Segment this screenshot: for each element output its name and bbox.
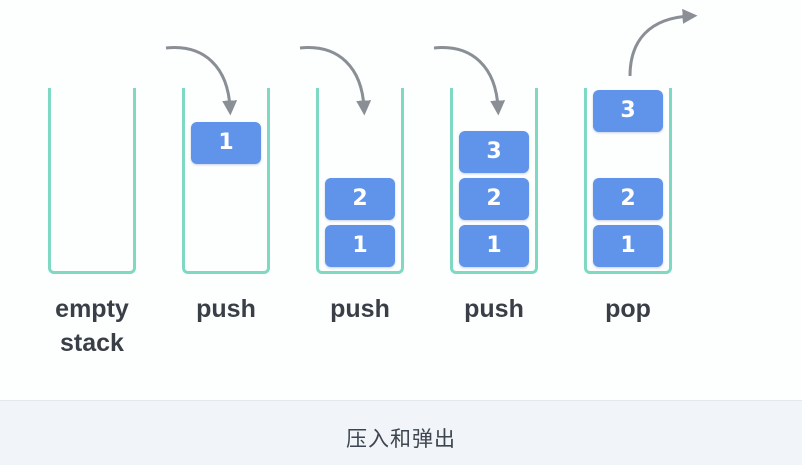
stack-label-empty: empty stack xyxy=(42,292,142,360)
figure-caption: 压入和弹出 xyxy=(346,427,456,451)
stack-block: 1 xyxy=(325,225,395,267)
stack-container-empty xyxy=(48,88,136,274)
stack-container-push-1: 1 xyxy=(182,88,270,274)
stack-block: 1 xyxy=(593,225,663,267)
curved-arrow-down-icon xyxy=(165,46,238,116)
stack-container-push-3: 3 2 1 xyxy=(450,88,538,274)
stack-block: 2 xyxy=(593,178,663,220)
label-line-2: stack xyxy=(60,329,124,357)
stack-block: 3 xyxy=(459,131,529,173)
stack-label-push-2: push xyxy=(310,292,410,326)
curved-arrow-up-icon xyxy=(628,8,698,77)
label-line-1: push xyxy=(330,295,390,323)
stack-block-popped: 3 xyxy=(593,90,663,132)
stack-container-pop: 3 2 1 xyxy=(584,88,672,274)
stack-block: 1 xyxy=(459,225,529,267)
stack-block: 1 xyxy=(191,122,261,164)
label-line-1: push xyxy=(464,295,524,323)
stack-block: 2 xyxy=(459,178,529,220)
curved-arrow-down-icon xyxy=(433,46,506,116)
label-line-1: pop xyxy=(605,295,651,323)
diagram-area: empty stack 1 push 2 1 push 3 2 1 push 3… xyxy=(42,8,698,360)
stack-label-push-1: push xyxy=(176,292,276,326)
caption-bar: 压入和弹出 xyxy=(0,400,802,465)
stack-container-push-2: 2 1 xyxy=(316,88,404,274)
stack-block: 2 xyxy=(325,178,395,220)
arrows-layer xyxy=(165,8,698,116)
stack-label-push-3: push xyxy=(444,292,544,326)
label-line-1: empty xyxy=(55,295,129,323)
curved-arrow-down-icon xyxy=(299,46,372,116)
label-line-1: push xyxy=(196,295,256,323)
stack-label-pop: pop xyxy=(578,292,678,326)
